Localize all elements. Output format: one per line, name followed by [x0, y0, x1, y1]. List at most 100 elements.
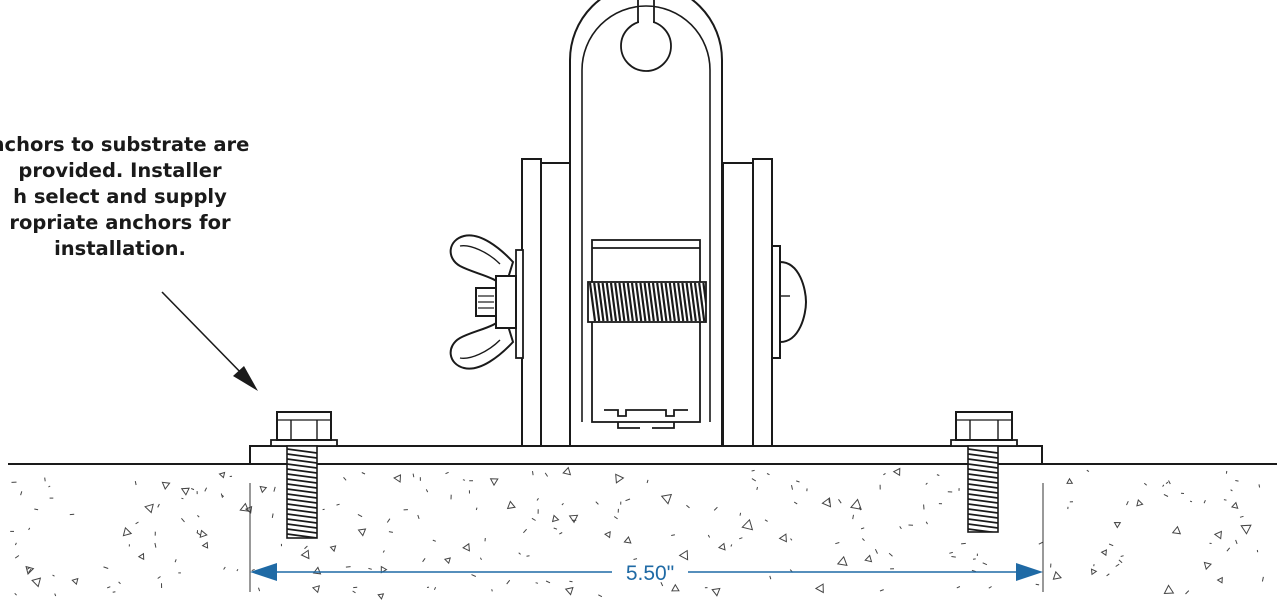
speckle-mark — [951, 556, 956, 558]
bolt-thread — [287, 518, 317, 524]
speckle-mark — [961, 542, 966, 545]
bolt-thread — [968, 508, 998, 514]
bolt-thread — [287, 493, 317, 499]
speckle-mark — [157, 576, 161, 579]
aggregate-mark — [660, 493, 673, 505]
bolt-thread — [287, 458, 317, 464]
speckle-mark — [739, 512, 742, 516]
bolt-thread — [968, 473, 998, 479]
speckle-mark — [1261, 576, 1264, 582]
speckle-mark — [793, 501, 798, 505]
aggregate-mark — [329, 545, 337, 553]
bolt-thread — [287, 468, 317, 474]
speckle-mark — [445, 471, 449, 475]
speckle-mark — [713, 506, 718, 511]
speckle-mark — [479, 557, 482, 561]
aggregate-mark — [357, 528, 367, 537]
speckle-mark — [1189, 500, 1193, 503]
bolt-thread — [287, 488, 317, 494]
bolt-thread — [968, 518, 998, 524]
speckle-mark — [949, 551, 953, 554]
speckle-mark — [462, 479, 466, 481]
speckle-mark — [1203, 500, 1206, 504]
bolt-thread — [968, 463, 998, 469]
threaded-rod — [587, 281, 707, 323]
left-washer — [515, 249, 524, 359]
concrete-substrate — [10, 466, 1264, 600]
speckle-mark — [44, 477, 46, 482]
speckle-mark — [107, 586, 111, 589]
aggregate-mark — [1113, 521, 1122, 529]
rod-thread — [698, 282, 706, 322]
speckle-mark — [1235, 539, 1238, 545]
aggregate-mark — [836, 555, 848, 567]
speckle-mark — [14, 555, 20, 559]
bolt-thread — [287, 448, 317, 454]
rod-thread — [672, 282, 681, 322]
speckle-mark — [1106, 573, 1110, 577]
bolt-thread — [287, 533, 317, 538]
speckle-mark — [766, 473, 770, 476]
speckle-mark — [835, 542, 840, 545]
speckle-mark — [220, 493, 223, 498]
speckle-mark — [1185, 590, 1190, 595]
rod-thread — [597, 282, 605, 322]
bolt-thread — [287, 528, 317, 534]
speckle-mark — [361, 472, 366, 475]
rod-thread — [656, 282, 664, 322]
aggregate-mark — [711, 587, 721, 597]
speckle-mark — [751, 469, 755, 472]
speckle-mark — [532, 471, 534, 476]
bolt-thread — [287, 473, 317, 479]
rod-thread — [609, 282, 618, 322]
speckle-mark — [838, 499, 842, 504]
rod-thread — [677, 282, 685, 322]
rod-thread — [681, 282, 689, 322]
sliding-channel — [591, 239, 701, 429]
aggregate-mark — [814, 583, 824, 594]
aggregate-mark — [604, 530, 611, 539]
aggregate-mark — [180, 487, 190, 496]
carriage-bolt-head — [771, 245, 808, 359]
speckle-mark — [112, 591, 116, 593]
anchor-note-line-5: installation. — [54, 237, 186, 260]
speckle-mark — [20, 491, 23, 496]
bolt-thread — [968, 458, 998, 464]
aggregate-mark — [1136, 499, 1144, 507]
clamp-body — [569, 0, 723, 447]
speckle-mark — [1108, 543, 1114, 547]
speckle-mark — [14, 542, 17, 546]
speckle-mark — [197, 515, 200, 518]
bolt-thread — [968, 488, 998, 494]
speckle-mark — [671, 534, 675, 536]
aggregate-mark — [821, 497, 832, 508]
bolt-thread — [287, 513, 317, 519]
aggregate-mark — [562, 466, 572, 476]
bolt-thread — [968, 453, 998, 459]
aggregate-mark — [122, 526, 133, 537]
bolt-thread — [968, 483, 998, 489]
speckle-mark — [258, 587, 261, 592]
speckle-mark — [936, 474, 940, 476]
speckle-mark — [1162, 484, 1165, 487]
aggregate-mark — [1163, 584, 1175, 595]
bolt-thread — [968, 523, 998, 529]
aggregate-mark — [551, 514, 560, 523]
speckle-mark — [54, 593, 57, 597]
speckle-mark — [613, 516, 618, 520]
speckle-mark — [343, 476, 347, 481]
speckle-mark — [34, 508, 39, 511]
aggregate-mark — [201, 541, 209, 549]
speckle-mark — [204, 487, 208, 492]
speckle-mark — [535, 582, 539, 584]
rod-thread — [639, 282, 647, 322]
clamp-inner-wall — [581, 5, 711, 422]
aggregate-mark — [244, 505, 253, 514]
speckle-mark — [633, 558, 638, 560]
speckle-mark — [1168, 480, 1171, 485]
speckle-mark — [352, 590, 356, 594]
speckle-mark — [925, 482, 928, 485]
speckle-mark — [1165, 481, 1169, 485]
bolt-thread — [287, 539, 317, 543]
